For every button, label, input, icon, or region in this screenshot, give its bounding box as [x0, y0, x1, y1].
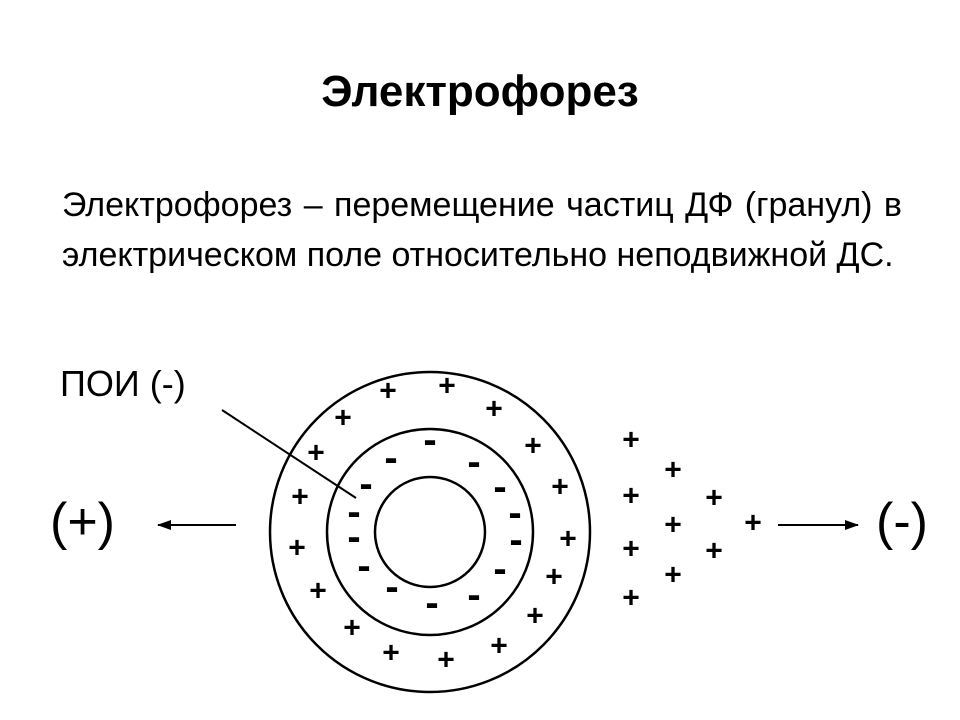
potential-ion-minus: - [493, 547, 506, 591]
free-ion-plus: + [664, 559, 682, 592]
potential-ion-minus: - [347, 490, 360, 534]
anode-label: (+) [50, 493, 115, 551]
counter-ion-plus: + [343, 612, 361, 645]
counter-ion-plus: + [291, 481, 309, 514]
potential-ion-minus: - [425, 581, 438, 625]
counter-ion-plus: + [307, 437, 325, 470]
slide-title: Электрофорез [321, 67, 639, 116]
potential-ion-minus: - [467, 573, 480, 617]
counter-ion-plus: + [309, 575, 327, 608]
potential-ions-group: -------------- [347, 418, 522, 625]
granule-core [373, 475, 487, 589]
counter-ion-plus: + [524, 430, 542, 463]
free-ion-plus: + [744, 507, 762, 540]
free-ion-plus: + [664, 454, 682, 487]
counter-ion-plus: + [379, 375, 397, 408]
poi-leader-line [221, 409, 357, 499]
definition-text: Электрофорез – перемещение частиц ДФ (гр… [62, 186, 902, 274]
counter-ion-plus: + [526, 600, 544, 633]
free-ion-plus: + [664, 509, 682, 542]
cathode-label: (-) [876, 493, 928, 551]
adsorption-layer-boundary [325, 427, 535, 637]
free-ion-plus: + [705, 482, 723, 515]
potential-ion-minus: - [467, 440, 480, 484]
potential-ion-minus: - [347, 515, 360, 559]
counter-ion-plus: + [382, 637, 400, 670]
counter-ions-group: +++++++++++++++++ [288, 370, 577, 677]
potential-ion-minus: - [509, 518, 522, 562]
potential-ion-minus: - [359, 462, 372, 506]
counter-ion-plus: + [485, 393, 503, 426]
free-ion-plus: + [622, 424, 640, 457]
potential-ion-minus: - [493, 465, 506, 509]
counter-ion-plus: + [437, 644, 455, 677]
counter-ion-plus: + [334, 402, 352, 435]
diffuse-layer-boundary [268, 370, 592, 694]
counter-ion-plus: + [559, 523, 577, 556]
counter-ion-plus: + [288, 532, 306, 565]
poi-label: ПОИ (-) [60, 363, 186, 404]
potential-ion-minus: - [385, 565, 398, 609]
free-ion-plus: + [622, 480, 640, 513]
potential-ion-minus: - [508, 491, 521, 535]
counter-ion-plus: + [545, 561, 563, 594]
free-ion-plus: + [622, 533, 640, 566]
free-ion-plus: + [705, 535, 723, 568]
counter-ion-plus: + [438, 370, 456, 403]
counter-ion-plus: + [551, 471, 569, 504]
potential-ion-minus: - [357, 544, 370, 588]
potential-ion-minus: - [423, 418, 436, 462]
counter-ion-plus: + [490, 630, 508, 663]
potential-ion-minus: - [384, 436, 397, 480]
free-counter-ions-group: + + + + + + + + + + [622, 424, 762, 615]
free-ion-plus: + [622, 582, 640, 615]
